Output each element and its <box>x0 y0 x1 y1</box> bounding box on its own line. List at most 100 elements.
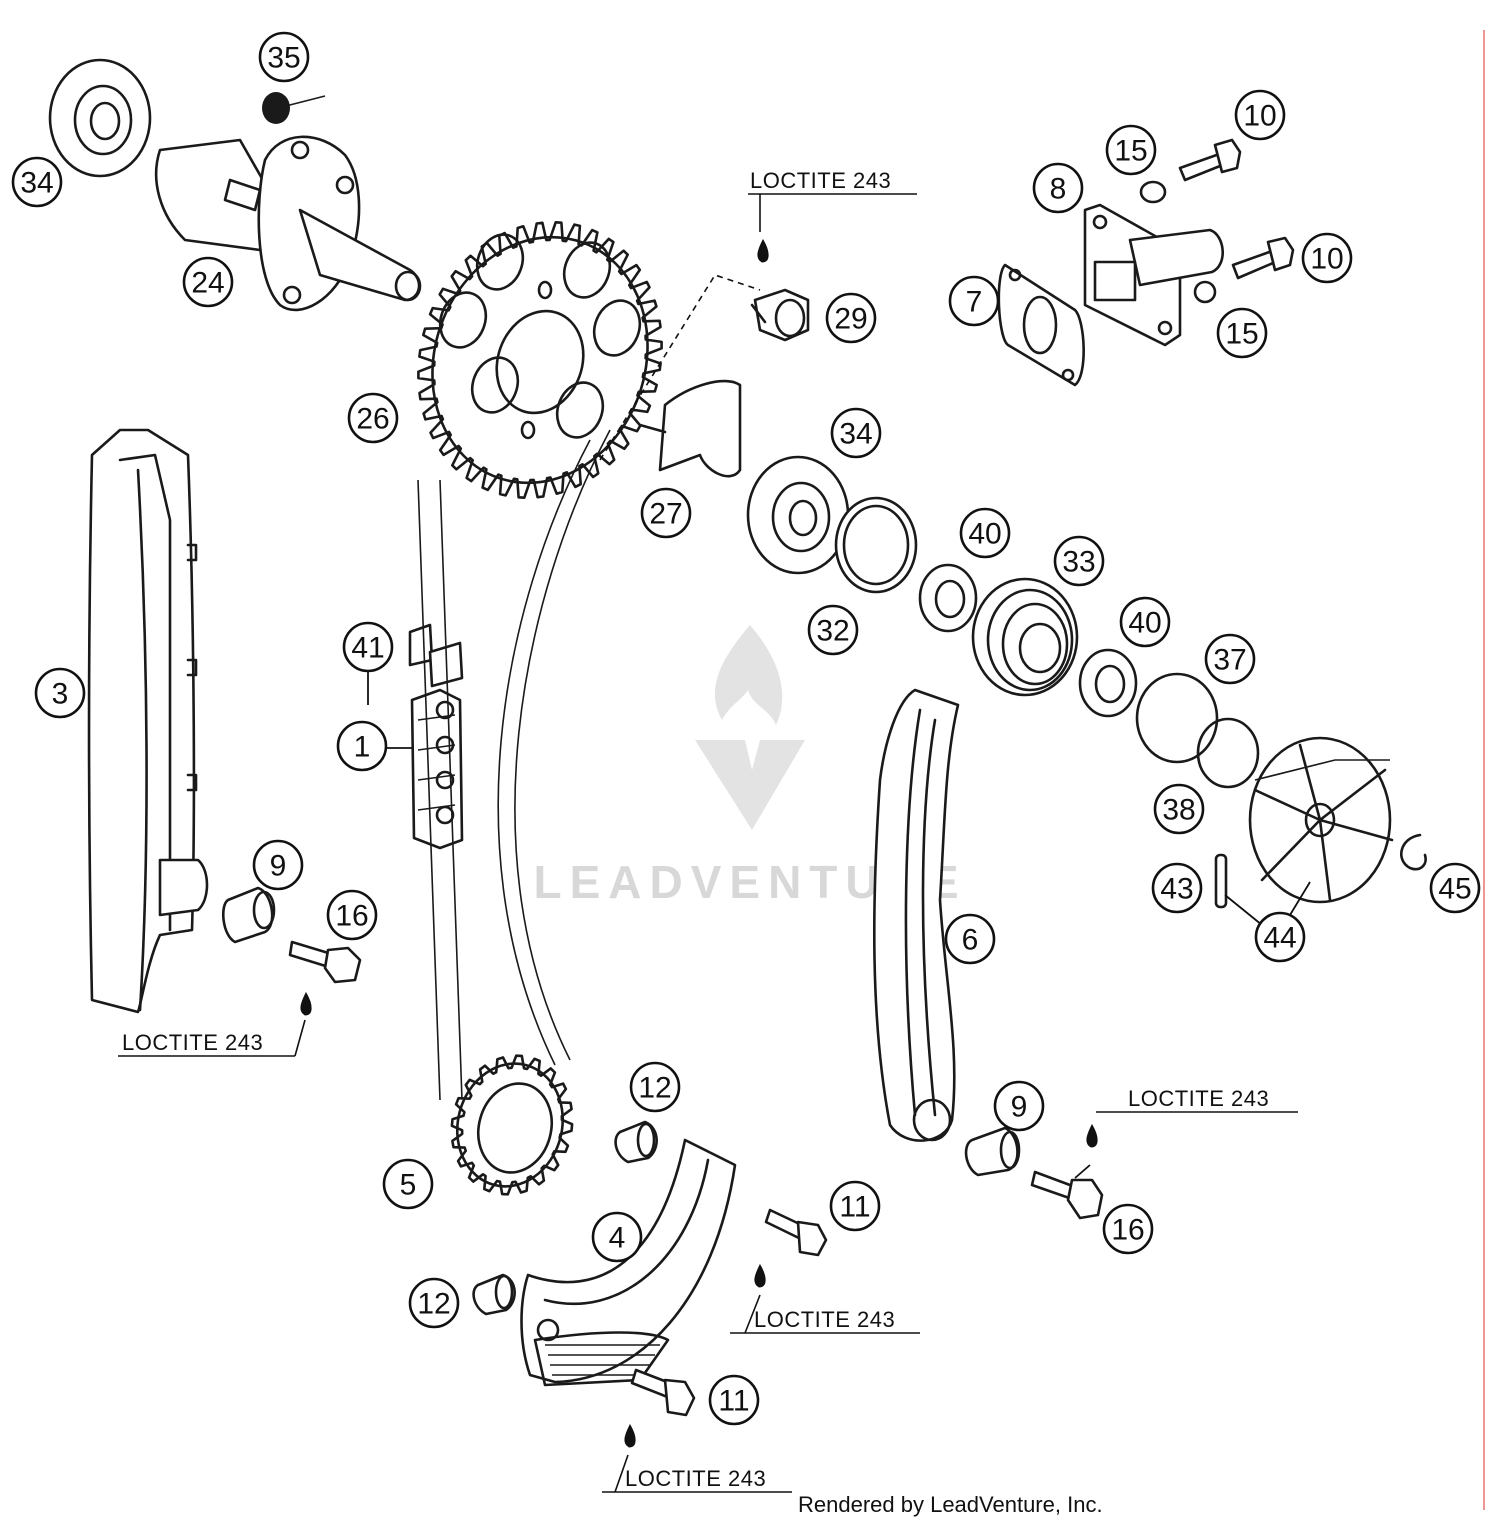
part-34-bearing-top <box>48 58 152 178</box>
callout-number: 15 <box>1114 135 1147 168</box>
callout-number: 12 <box>638 1072 671 1105</box>
callout-circle <box>1153 783 1205 835</box>
callout-circle <box>252 839 304 891</box>
callout-circle <box>342 621 394 673</box>
loctite-label-11-lower: LOCTITE 243 <box>602 1454 792 1493</box>
svg-text:LOCTITE 243: LOCTITE 243 <box>754 1307 895 1332</box>
callout-number: 16 <box>335 900 368 933</box>
part-34-bearing-mid <box>746 455 850 575</box>
callout-35: 35 <box>258 31 310 83</box>
svg-text:LOCTITE 243: LOCTITE 243 <box>1128 1086 1269 1111</box>
loctite-label-16-right: LOCTITE 243 <box>1096 1086 1298 1113</box>
callout-8: 8 <box>1032 162 1084 214</box>
part-8-chain-tensioner <box>1083 203 1224 347</box>
part-12-bushing-lower <box>472 1273 516 1316</box>
callout-circle <box>1032 162 1084 214</box>
part-5-crank-sprocket <box>450 1054 574 1196</box>
callout-circle <box>1234 89 1286 141</box>
callout-circle <box>708 1374 760 1426</box>
callout-4: 4 <box>591 1211 643 1263</box>
callout-9: 9 <box>252 839 304 891</box>
callout-10: 10 <box>1234 89 1286 141</box>
callout-circle <box>944 913 996 965</box>
callout-34: 34 <box>11 156 63 208</box>
callout-number: 40 <box>1128 607 1161 640</box>
part-11-bolt-lower <box>630 1368 696 1417</box>
callout-number: 26 <box>356 403 389 436</box>
callout-number: 32 <box>816 615 849 648</box>
callout-32: 32 <box>807 604 859 656</box>
loctite-label-29: LOCTITE 243 <box>748 168 917 232</box>
callout-number: 9 <box>270 850 287 883</box>
callout-circle <box>1053 535 1105 587</box>
part-29-bolt <box>750 288 810 342</box>
part-9-bushing-right <box>964 1126 1021 1177</box>
callout-number: 34 <box>20 167 53 200</box>
part-15-washer-lower <box>1193 280 1217 304</box>
callout-number: 11 <box>718 1385 749 1418</box>
loctite-drop-16-left <box>300 991 312 1016</box>
part-40-bearing-a <box>918 563 978 633</box>
callout-circle <box>993 1080 1045 1132</box>
loctite-drop-16-right <box>1086 1123 1098 1148</box>
part-15-washer-upper <box>1139 180 1167 204</box>
callout-40: 40 <box>959 507 1011 559</box>
callout-7: 7 <box>948 275 1000 327</box>
callout-number: 27 <box>649 498 682 531</box>
callout-43: 43 <box>1151 862 1203 914</box>
callout-16: 16 <box>326 889 378 941</box>
part-26-cam-sprocket <box>417 221 663 499</box>
watermark-v-icon <box>695 740 805 830</box>
callout-41: 41 <box>342 621 394 673</box>
callout-circle <box>11 156 63 208</box>
callout-5: 5 <box>382 1158 434 1210</box>
part-16-bolt-right <box>1030 1170 1104 1220</box>
callout-circle <box>408 1277 460 1329</box>
callout-number: 37 <box>1213 644 1246 677</box>
callout-circle <box>1119 596 1171 648</box>
part-11-bolt-upper <box>764 1208 828 1257</box>
callout-number: 40 <box>968 518 1001 551</box>
loctite-label-16-left: LOCTITE 243 <box>118 1019 306 1057</box>
part-44-impeller <box>1248 736 1394 904</box>
callout-37: 37 <box>1204 633 1256 685</box>
callout-38: 38 <box>1153 783 1205 835</box>
callout-number: 44 <box>1263 922 1296 955</box>
callout-number: 41 <box>351 632 384 665</box>
callout-number: 1 <box>354 731 371 764</box>
callout-circle <box>829 1180 881 1232</box>
callout-27: 27 <box>640 487 692 539</box>
callout-11: 11 <box>708 1374 760 1426</box>
callout-number: 5 <box>400 1169 417 1202</box>
callout-24: 24 <box>182 256 234 308</box>
callout-circle <box>382 1158 434 1210</box>
svg-text:LOCTITE 243: LOCTITE 243 <box>750 168 891 193</box>
callout-number: 15 <box>1225 318 1258 351</box>
callout-circle <box>1102 1203 1154 1255</box>
callout-12: 12 <box>408 1277 460 1329</box>
svg-text:LOCTITE 243: LOCTITE 243 <box>625 1466 766 1491</box>
svg-text:LOCTITE 243: LOCTITE 243 <box>122 1030 263 1055</box>
callout-15: 15 <box>1216 307 1268 359</box>
callout-15: 15 <box>1105 124 1157 176</box>
callout-circle <box>1216 307 1268 359</box>
callout-number: 11 <box>839 1191 870 1224</box>
callout-circle <box>1151 862 1203 914</box>
callout-number: 45 <box>1438 873 1471 906</box>
part-45-circlip <box>1400 833 1427 871</box>
part-7-gasket <box>997 263 1085 387</box>
callout-number: 38 <box>1162 794 1195 827</box>
callout-9: 9 <box>993 1080 1045 1132</box>
callout-circle <box>640 487 692 539</box>
callout-number: 4 <box>609 1222 626 1255</box>
part-40-bearing-b <box>1078 648 1138 718</box>
callout-number: 3 <box>52 678 69 711</box>
callout-11: 11 <box>829 1180 881 1232</box>
callout-circle <box>1105 124 1157 176</box>
callout-number: 9 <box>1011 1091 1028 1124</box>
callout-circle <box>326 889 378 941</box>
part-10-bolt-lower <box>1231 236 1295 280</box>
callout-16: 16 <box>1102 1203 1154 1255</box>
callout-circle <box>347 392 399 444</box>
